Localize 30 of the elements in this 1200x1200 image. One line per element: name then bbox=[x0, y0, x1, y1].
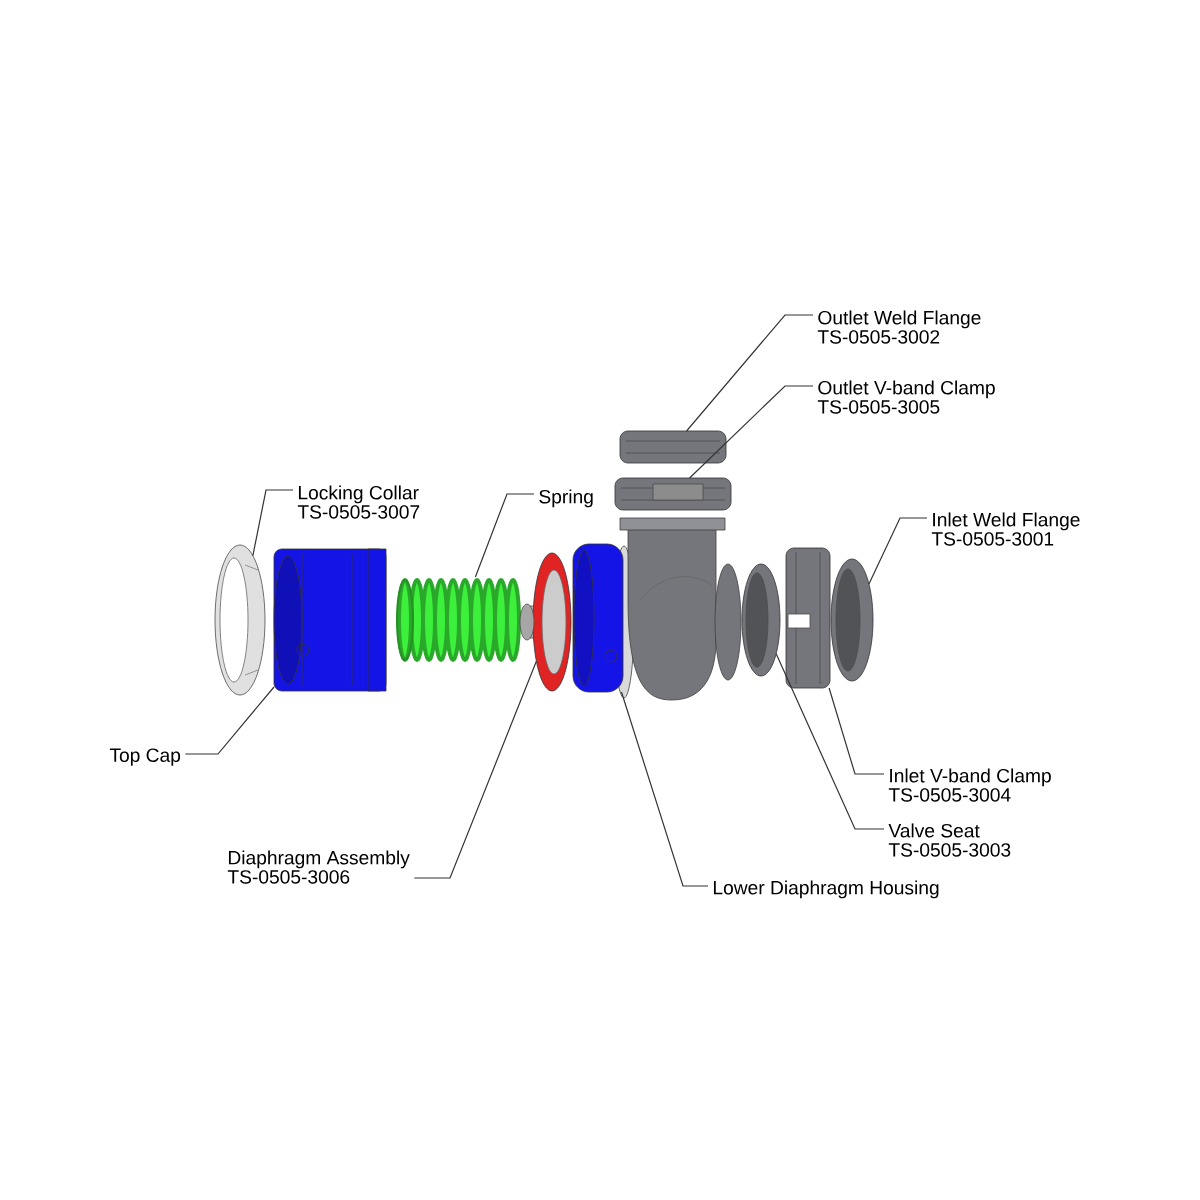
ring-drawing bbox=[214, 544, 266, 696]
leader-line bbox=[413, 660, 537, 879]
leader-line bbox=[252, 489, 294, 557]
part-label: Inlet Weld Flange TS-0505-3001 bbox=[931, 512, 1080, 546]
leader-line bbox=[775, 653, 885, 830]
part-label: Diaphragm Assembly TS-0505-3006 bbox=[227, 850, 410, 884]
cylinder-drawing bbox=[273, 548, 387, 692]
flange-drawing bbox=[619, 430, 727, 464]
part-label: Inlet V-band Clamp TS-0505-3004 bbox=[888, 768, 1051, 802]
leader-line bbox=[184, 686, 275, 755]
part-label: Top Cap bbox=[109, 748, 181, 766]
clamp-drawing bbox=[785, 547, 831, 689]
part-label: Outlet Weld Flange TS-0505-3002 bbox=[817, 310, 981, 344]
leader-line bbox=[474, 493, 535, 578]
leader-line bbox=[620, 691, 709, 887]
leader-line bbox=[685, 314, 814, 432]
part-label: Lower Diaphragm Housing bbox=[714, 880, 939, 899]
clamp-drawing bbox=[614, 477, 732, 511]
part-label: Locking Collar TS-0505-3007 bbox=[297, 485, 420, 519]
spring-drawing bbox=[396, 578, 521, 662]
leader-line bbox=[868, 517, 928, 585]
part-label: Spring bbox=[539, 489, 593, 508]
leader-line bbox=[689, 385, 814, 479]
housing-drawing bbox=[572, 543, 624, 693]
ring-drawing bbox=[741, 563, 781, 677]
leader-line bbox=[828, 687, 885, 775]
flange-drawing bbox=[830, 558, 874, 682]
part-label: Valve Seat TS-0505-3003 bbox=[888, 823, 1011, 857]
part-label: Outlet V-band Clamp TS-0505-3005 bbox=[817, 380, 995, 414]
diaphragm-drawing bbox=[519, 552, 572, 692]
